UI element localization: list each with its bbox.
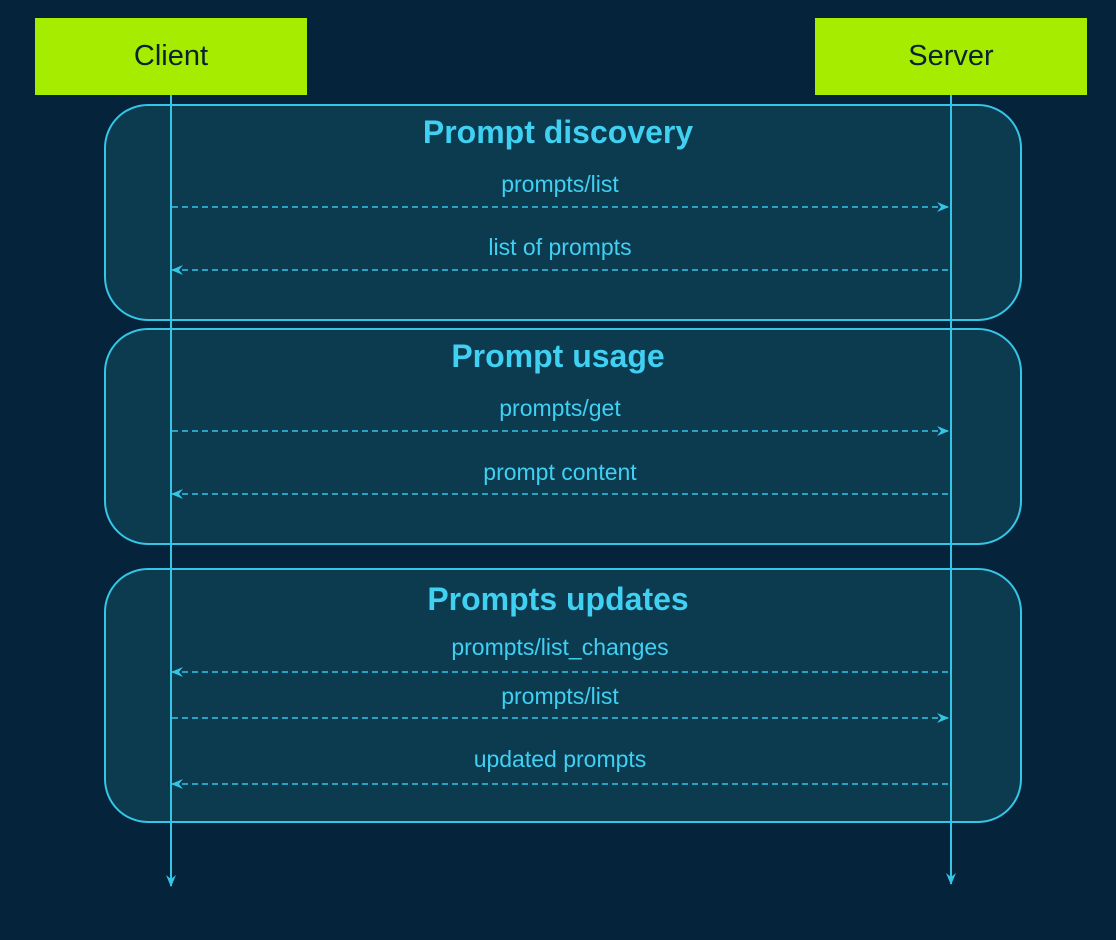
message-label: prompts/get [499,395,621,421]
client-actor-label: Client [133,40,209,72]
message-label: updated prompts [473,746,647,772]
message-label: prompts/list [501,171,619,197]
group-title: Prompt discovery [422,114,694,150]
group-title: Prompts updates [427,581,689,617]
group-prompt-discovery [104,104,1022,321]
message-label: prompt content [483,459,637,485]
group-title: Prompt usage [451,338,665,374]
message-label: prompts/list [501,683,619,709]
group-prompts-updates [104,568,1022,823]
group-prompt-usage [104,328,1022,545]
server-actor-label: Server [908,40,994,72]
message-label: prompts/list_changes [451,634,669,660]
message-label: list of prompts [488,234,632,260]
server-actor: Server [815,18,1087,95]
client-actor: Client [35,18,307,95]
